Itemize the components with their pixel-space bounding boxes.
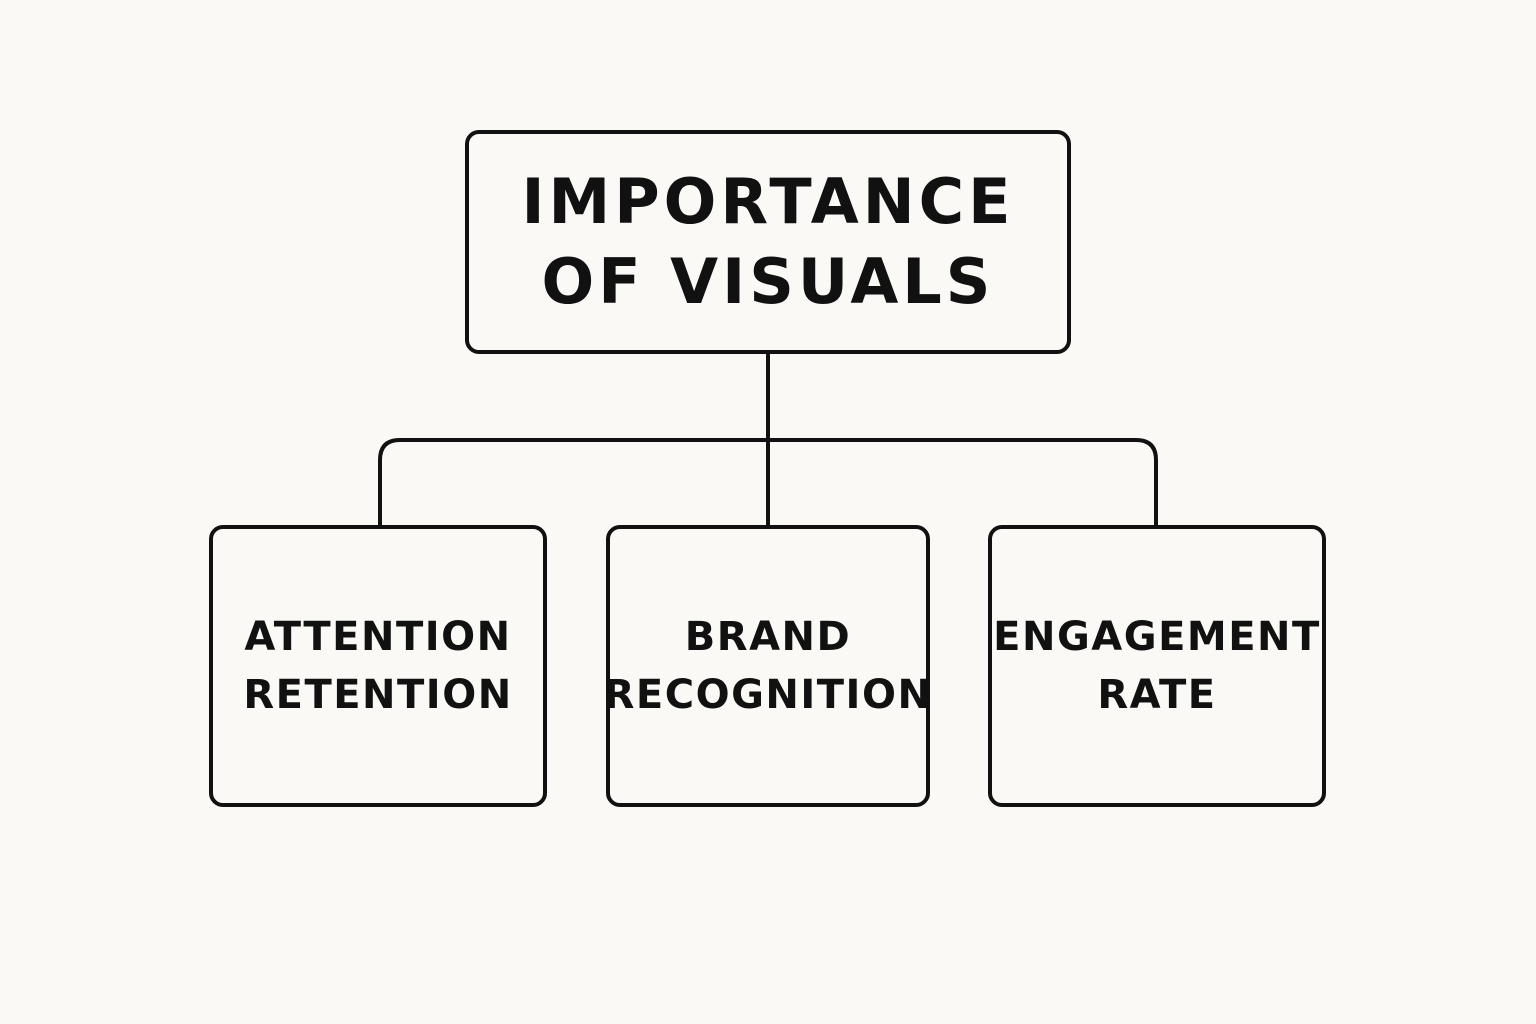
root-node-label-line-1: IMPORTANCE	[521, 165, 1015, 238]
child-node-2-label-line-1: BRAND	[684, 614, 852, 660]
root-node-importance-of-visuals: IMPORTANCE OF VISUALS	[465, 130, 1071, 354]
child-node-2-label-line-2: RECOGNITION	[603, 672, 933, 718]
child-node-1-label-line-1: ATTENTION	[244, 614, 512, 660]
child-node-3-label-line-2: RATE	[1097, 672, 1217, 718]
child-node-3-label-line-1: ENGAGEMENT	[993, 614, 1321, 660]
root-node-label-line-2: OF VISUALS	[541, 245, 995, 318]
connector-branch-right	[766, 438, 1158, 527]
child-node-attention-retention: ATTENTION RETENTION	[209, 525, 547, 807]
child-node-1-label-line-2: RETENTION	[243, 672, 513, 718]
child-node-brand-recognition: BRAND RECOGNITION	[603, 525, 933, 807]
connector-branch-left	[378, 438, 770, 527]
child-node-engagement-rate: ENGAGEMENT RATE	[988, 525, 1326, 807]
